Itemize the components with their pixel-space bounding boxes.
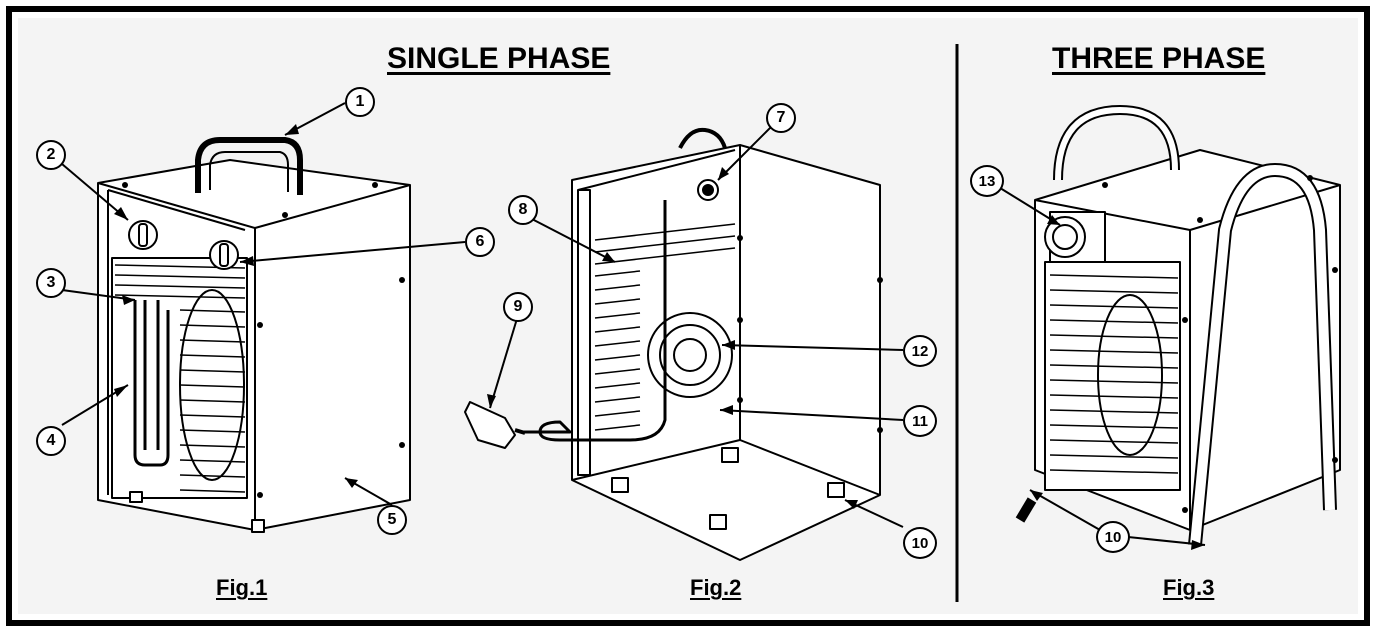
fig3-heater bbox=[1015, 105, 1341, 546]
fig3-label: Fig.3 bbox=[1163, 575, 1215, 600]
callout-10-fig3: 10 bbox=[1096, 521, 1130, 553]
callout-8: 8 bbox=[508, 195, 538, 225]
callout-3: 3 bbox=[36, 268, 66, 298]
heading-single-phase: SINGLE PHASE bbox=[387, 42, 611, 75]
callout-7: 7 bbox=[766, 103, 796, 133]
callout-13: 13 bbox=[970, 165, 1004, 197]
fig2-heater bbox=[464, 127, 883, 561]
callout-12: 12 bbox=[903, 335, 937, 367]
callout-1: 1 bbox=[345, 87, 375, 117]
callout-10-fig2: 10 bbox=[903, 527, 937, 559]
callout-5: 5 bbox=[377, 505, 407, 535]
arrowheads bbox=[114, 124, 1205, 550]
callout-2: 2 bbox=[36, 140, 66, 170]
callout-4: 4 bbox=[36, 426, 66, 456]
callout-11: 11 bbox=[903, 405, 937, 437]
leader-lines bbox=[61, 102, 1206, 546]
callout-9: 9 bbox=[503, 292, 533, 322]
heading-three-phase: THREE PHASE bbox=[1052, 42, 1266, 75]
fig1-label: Fig.1 bbox=[216, 575, 268, 600]
fig1-heater bbox=[97, 137, 411, 533]
callout-6: 6 bbox=[465, 227, 495, 257]
fig2-label: Fig.2 bbox=[690, 575, 742, 600]
